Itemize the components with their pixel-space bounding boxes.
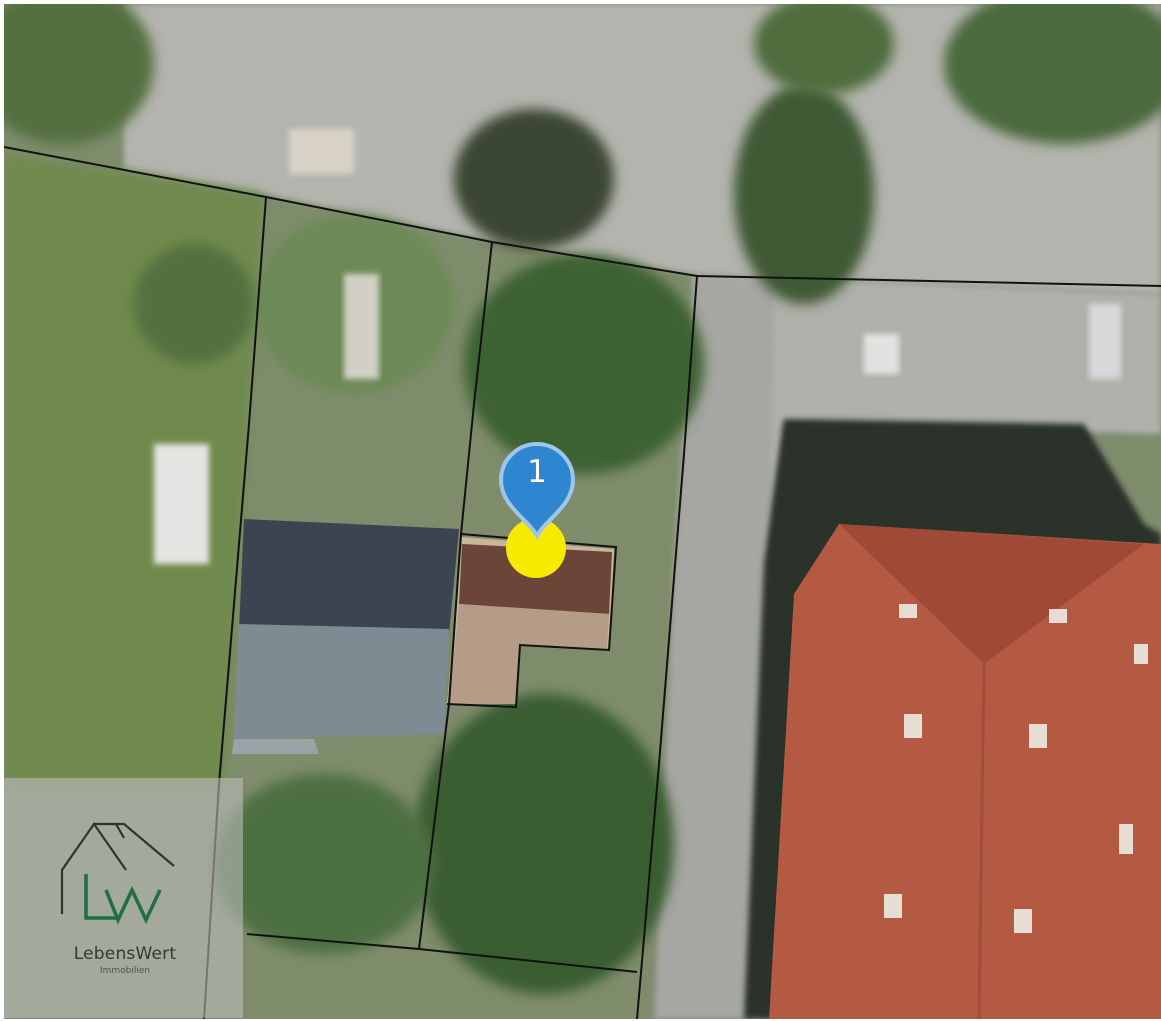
map-pin-icon xyxy=(498,442,576,540)
brand-name: LebensWert xyxy=(73,944,177,964)
aerial-map[interactable] xyxy=(4,4,1161,1019)
map-marker-1[interactable]: 1 xyxy=(495,440,579,540)
logo-panel xyxy=(4,778,243,1018)
brand-subtitle: Immobilien xyxy=(99,966,151,976)
house-roof-logo-icon xyxy=(60,822,175,925)
aerial-image xyxy=(4,4,1161,1019)
